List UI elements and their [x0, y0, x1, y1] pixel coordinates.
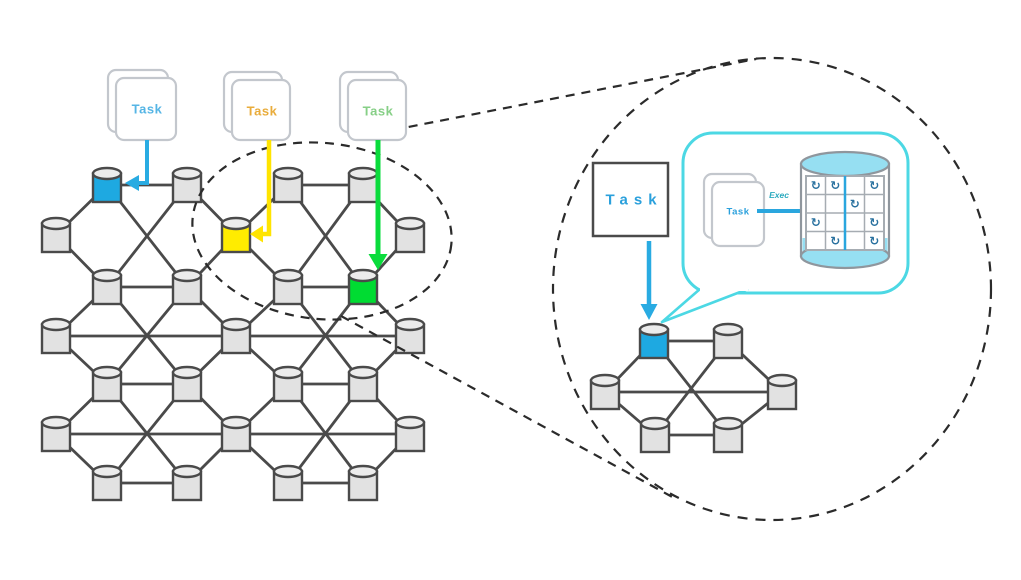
grid-node-E4-top [347, 365, 379, 380]
grid-node-G2-top [171, 464, 203, 479]
refresh-icon: ↻ [869, 178, 879, 192]
grid-node-F2-top [220, 415, 252, 430]
task-arrow-0-head [125, 175, 139, 191]
speech-bubble-tail [660, 287, 749, 324]
task-arrow-0 [139, 140, 149, 185]
bubble-exec-label: Exec [769, 190, 789, 200]
hex-node-5-top [712, 416, 744, 431]
refresh-icon: ↻ [869, 215, 879, 229]
grid-node-A1-top [91, 166, 123, 181]
grid-node-C2-top [171, 268, 203, 283]
task-doc-icon-1-front-page [230, 78, 292, 142]
task-down-arrow [640, 241, 658, 320]
grid-node-D3-top [394, 317, 426, 332]
grid-node-C3-top [272, 268, 304, 283]
zoom-connector [340, 315, 677, 500]
hex-node-2-top [589, 373, 621, 388]
refresh-icon: ↻ [811, 215, 821, 229]
zoom-ellipse [191, 141, 453, 321]
grid-node-A2-top [171, 166, 203, 181]
hex-node-3-top [766, 373, 798, 388]
db-top [799, 150, 891, 178]
refresh-icon: ↻ [869, 234, 879, 248]
grid-node-B2-top [220, 216, 252, 231]
hex-node-1-top [712, 322, 744, 337]
task-doc-icons [106, 68, 408, 142]
hex-node-4-top [639, 416, 671, 431]
refresh-icon: ↻ [850, 197, 860, 211]
task-assignment-arrows [125, 140, 388, 270]
task-box [591, 161, 670, 238]
zoom-circle [551, 56, 993, 522]
task-arrow-2-head [368, 254, 388, 270]
task-arrow-1 [262, 140, 272, 237]
refresh-icon: ↻ [830, 178, 840, 192]
grid-node-D1-top [40, 317, 72, 332]
task-doc-green-label: Task [362, 103, 394, 119]
grid-node-G4-top [347, 464, 379, 479]
grid-node-F3-top [394, 415, 426, 430]
grid-node-C4-top [347, 268, 379, 283]
grid-node-G3-top [272, 464, 304, 479]
grid-node-D2-top [220, 317, 252, 332]
zoom-connector [392, 57, 757, 132]
grid-node-B1-top [40, 216, 72, 231]
task-box-rect [591, 161, 670, 238]
task-down-arrow-head [640, 304, 658, 320]
grid-node-C1-top [91, 268, 123, 283]
grid-node-F1-top [40, 415, 72, 430]
grid-node-A3-top [272, 166, 304, 181]
task-doc-yellow-label: Task [246, 103, 278, 119]
bubble-task-doc-label: Task [726, 206, 750, 218]
hex-node-0-top [638, 322, 670, 337]
grid-node-E1-top [91, 365, 123, 380]
refresh-icon: ↻ [830, 234, 840, 248]
grid-node-A4-top [347, 166, 379, 181]
task-doc-blue-label: Task [131, 101, 163, 117]
grid-node-G1-top [91, 464, 123, 479]
speech-bubble-tail-mask [700, 286, 748, 291]
zoom-dashed [191, 56, 993, 522]
task-box-label: Task [605, 191, 663, 209]
bubble-task-doc-icon-front-page [710, 180, 766, 248]
database-table-icon: ↻ ↻ ↻ ↻ ↻ ↻ ↻ ↻ [799, 150, 891, 270]
grid-node-E3-top [272, 365, 304, 380]
grid-nodes [40, 166, 426, 502]
refresh-icon: ↻ [811, 178, 821, 192]
hex-edges [603, 339, 783, 437]
hex-nodes [589, 322, 798, 454]
grid-node-B3-top [394, 216, 426, 231]
task-arrow-1-head [250, 225, 263, 243]
grid-node-E2-top [171, 365, 203, 380]
